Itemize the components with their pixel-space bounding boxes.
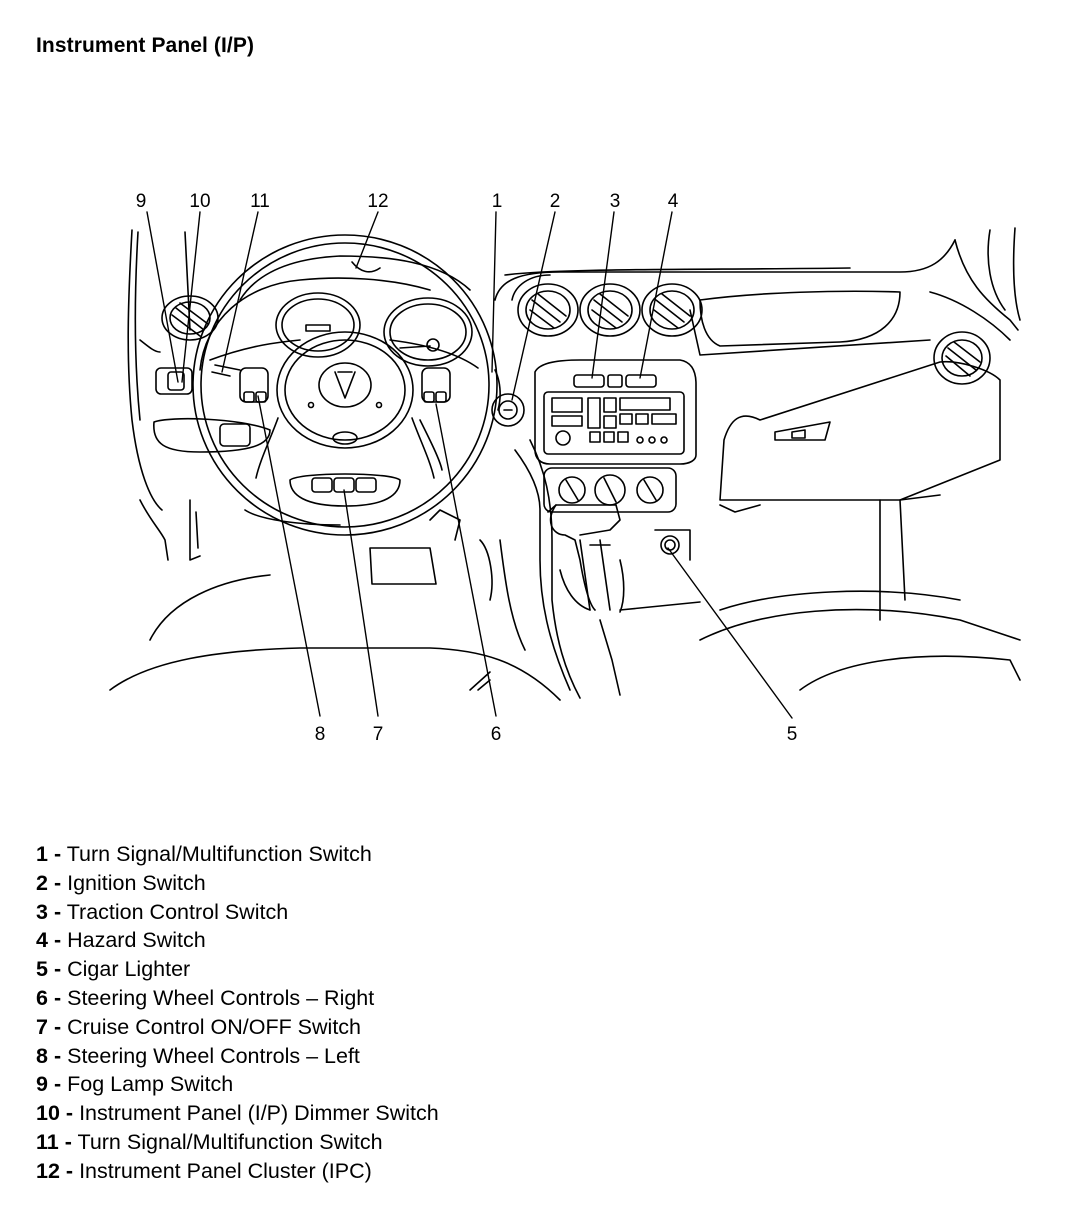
callout-5: 5 xyxy=(787,724,798,745)
legend-item: 8 - Steering Wheel Controls – Left xyxy=(36,1042,439,1071)
callout-6: 6 xyxy=(491,724,502,745)
callout-11: 11 xyxy=(250,191,270,212)
legend-separator: - xyxy=(53,1072,62,1097)
legend-separator: - xyxy=(53,1014,62,1039)
legend-number: 2 xyxy=(36,870,48,895)
center-air-vents xyxy=(511,274,703,337)
legend-item: 2 - Ignition Switch xyxy=(36,869,439,898)
legend-item: 11 - Turn Signal/Multifunction Switch xyxy=(36,1128,439,1157)
legend-label: Fog Lamp Switch xyxy=(67,1072,234,1097)
gear-shifter xyxy=(547,504,691,613)
legend-separator: - xyxy=(53,957,62,982)
right-air-vent xyxy=(933,331,991,385)
legend-label: Instrument Panel (I/P) Dimmer Switch xyxy=(79,1101,439,1126)
legend-label: Ignition Switch xyxy=(67,870,206,895)
legend-number: 7 xyxy=(36,1014,48,1039)
legend-number: 5 xyxy=(36,957,48,982)
legend-number: 3 xyxy=(36,899,48,924)
legend-item: 12 - Instrument Panel Cluster (IPC) xyxy=(36,1157,439,1186)
component-legend: 1 - Turn Signal/Multifunction Switch 2 -… xyxy=(36,840,439,1186)
legend-item: 6 - Steering Wheel Controls – Right xyxy=(36,984,439,1013)
page-title: Instrument Panel (I/P) xyxy=(36,34,255,57)
legend-label: Hazard Switch xyxy=(67,928,206,953)
legend-separator: - xyxy=(65,1158,74,1183)
callout-numbers: 9 10 11 12 1 2 3 4 8 7 6 5 xyxy=(136,191,798,745)
legend-label: Cruise Control ON/OFF Switch xyxy=(67,1014,362,1039)
callout-10: 10 xyxy=(189,191,210,212)
legend-item: 1 - Turn Signal/Multifunction Switch xyxy=(36,840,439,869)
legend-label: Turn Signal/Multifunction Switch xyxy=(77,1129,383,1154)
center-stack xyxy=(534,359,697,513)
legend-item: 3 - Traction Control Switch xyxy=(36,898,439,927)
steering-wheel xyxy=(192,234,498,536)
legend-number: 9 xyxy=(36,1072,48,1097)
glove-box xyxy=(719,360,1001,621)
legend-label: Steering Wheel Controls – Right xyxy=(67,985,375,1010)
legend-item: 9 - Fog Lamp Switch xyxy=(36,1070,439,1099)
legend-item: 7 - Cruise Control ON/OFF Switch xyxy=(36,1013,439,1042)
legend-number: 11 xyxy=(36,1129,59,1154)
legend-label: Traction Control Switch xyxy=(66,899,289,924)
callout-1: 1 xyxy=(492,191,503,212)
legend-number: 10 xyxy=(36,1101,60,1126)
legend-number: 12 xyxy=(36,1158,60,1183)
legend-number: 4 xyxy=(36,928,48,953)
legend-number: 1 xyxy=(36,842,48,866)
legend-label: Cigar Lighter xyxy=(67,957,191,982)
legend-label: Turn Signal/Multifunction Switch xyxy=(66,842,372,866)
legend-label: Steering Wheel Controls – Left xyxy=(67,1043,360,1068)
legend-separator: - xyxy=(53,1043,62,1068)
legend-separator: - xyxy=(53,870,62,895)
legend-label: Instrument Panel Cluster (IPC) xyxy=(79,1158,372,1183)
legend-separator: - xyxy=(65,1101,74,1126)
legend-number: 6 xyxy=(36,985,48,1010)
legend-item: 5 - Cigar Lighter xyxy=(36,955,439,984)
legend-item: 10 - Instrument Panel (I/P) Dimmer Switc… xyxy=(36,1099,439,1128)
callout-9: 9 xyxy=(136,191,147,212)
callout-leader-lines xyxy=(146,211,793,719)
callout-3: 3 xyxy=(610,191,621,212)
legend-number: 8 xyxy=(36,1043,48,1068)
callout-12: 12 xyxy=(367,191,388,212)
legend-separator: - xyxy=(64,1129,72,1154)
callout-7: 7 xyxy=(373,724,384,745)
callout-4: 4 xyxy=(668,191,679,212)
ignition-switch xyxy=(491,369,525,427)
legend-item: 4 - Hazard Switch xyxy=(36,926,439,955)
instrument-cluster xyxy=(239,255,473,367)
legend-separator: - xyxy=(53,899,62,924)
instrument-panel-illustration: 9 10 11 12 1 2 3 4 8 7 6 5 xyxy=(109,191,1021,745)
legend-separator: - xyxy=(53,842,62,866)
legend-separator: - xyxy=(53,928,62,953)
callout-2: 2 xyxy=(550,191,561,212)
legend-separator: - xyxy=(53,985,62,1010)
callout-8: 8 xyxy=(315,724,326,745)
